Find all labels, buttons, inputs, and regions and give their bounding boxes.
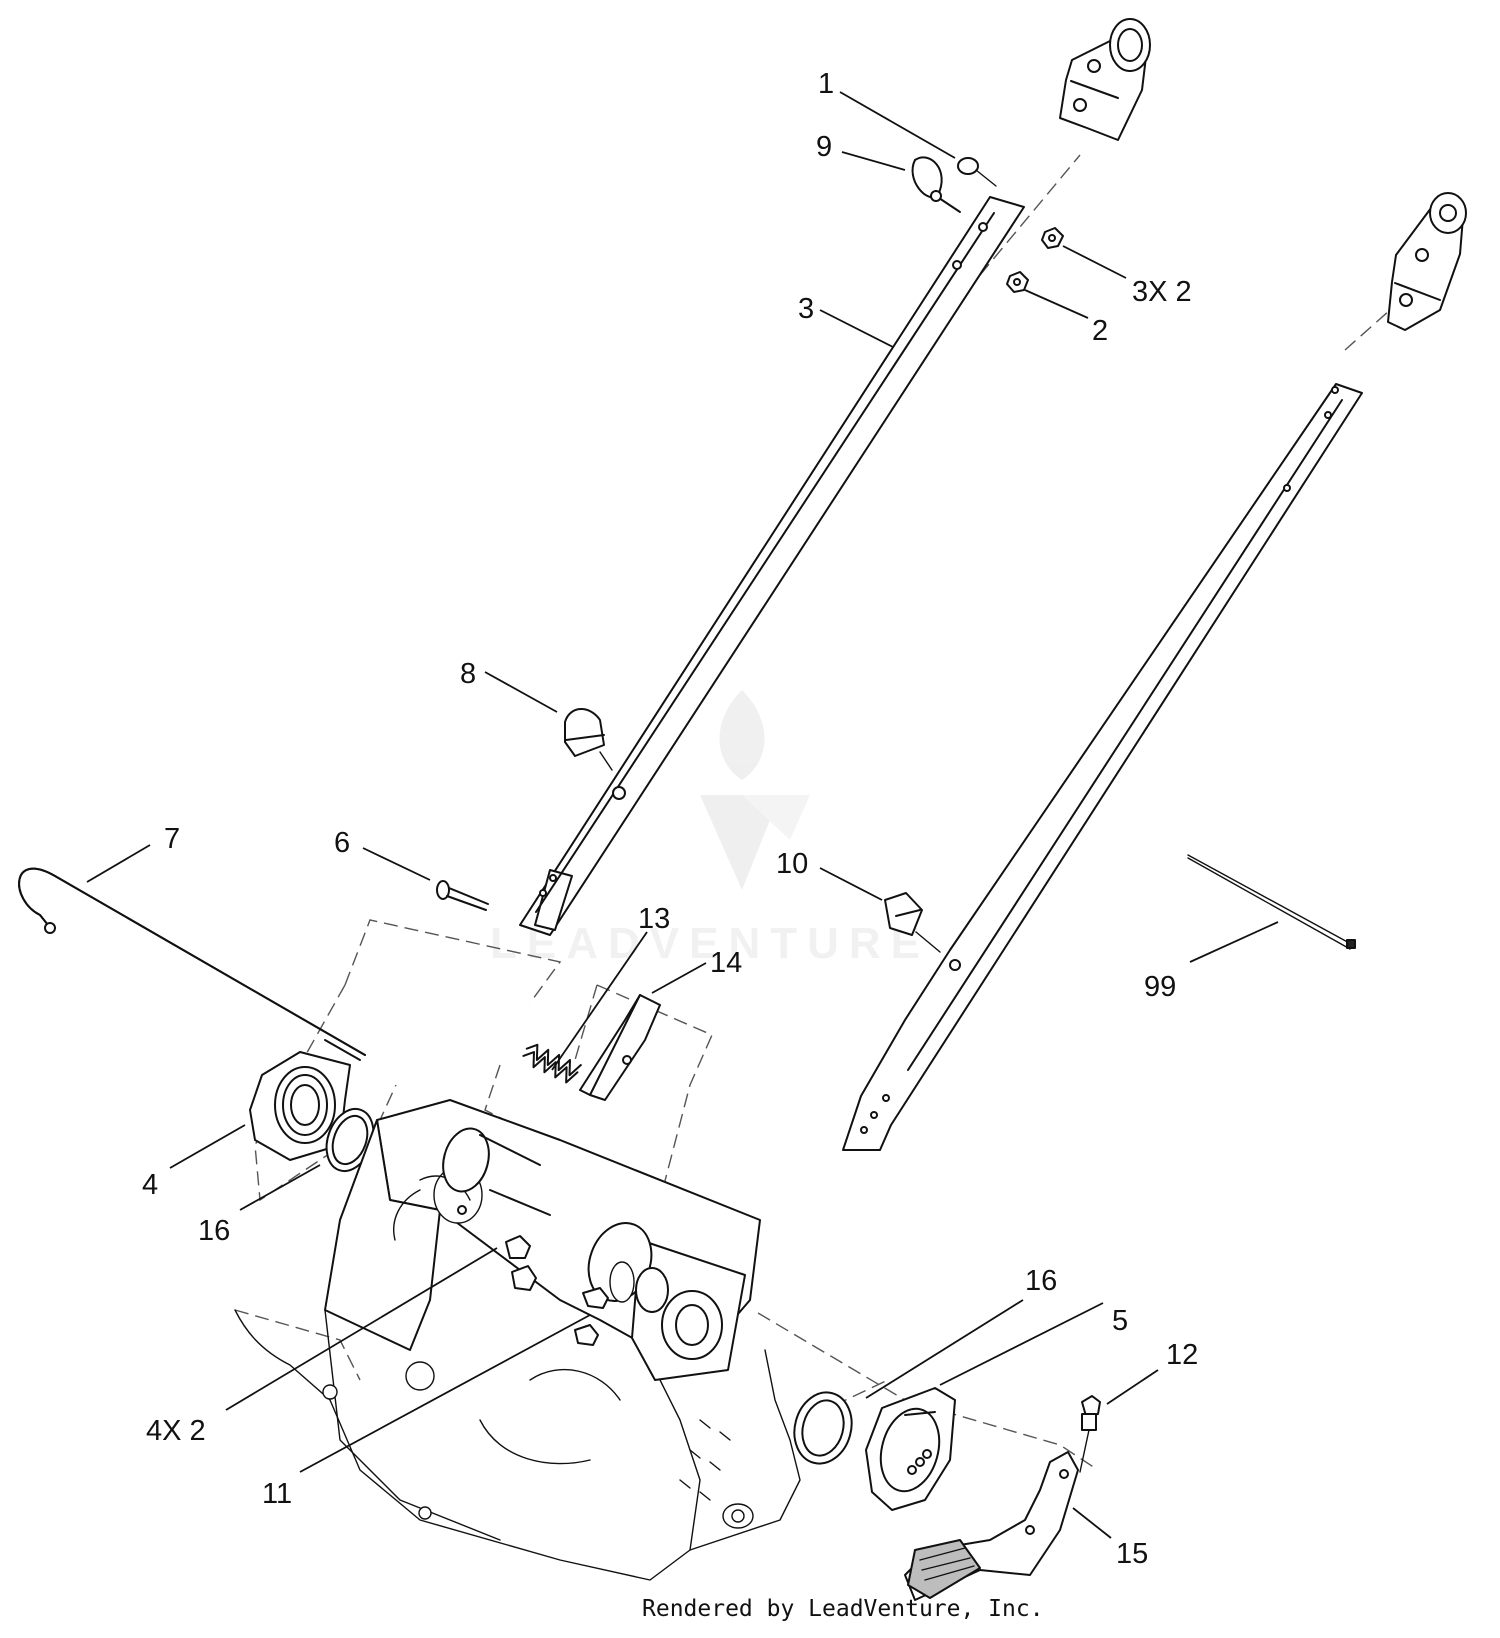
callout-16-upper: 16 (198, 1215, 230, 1247)
callout-3: 3 (798, 293, 814, 325)
foot-pedal (904, 1451, 1079, 1601)
bent-rod (18, 867, 366, 1061)
callout-14: 14 (710, 947, 742, 979)
watermark-logo: LEADVENTURE (490, 690, 930, 968)
extension-spring (522, 1043, 582, 1084)
callout-1: 1 (818, 68, 834, 100)
rod-end-knob (1059, 18, 1151, 141)
bearing-flange (249, 1051, 351, 1161)
hairpin-clip (911, 156, 961, 213)
callout-4: 4 (142, 1169, 158, 1201)
bushing-knob (564, 708, 613, 771)
clevis-pin (957, 157, 997, 187)
rod-end-right (1387, 192, 1467, 331)
callout-12: 12 (1166, 1339, 1198, 1371)
leader-lines (86, 91, 1279, 1539)
callout-5: 5 (1112, 1305, 1128, 1337)
shoulder-bolt (436, 880, 489, 911)
callout-8: 8 (460, 658, 476, 690)
cable-tie (1187, 854, 1356, 950)
callout-16-lower: 16 (1025, 1265, 1057, 1297)
lower-housing (234, 1309, 801, 1581)
callout-99: 99 (1144, 971, 1176, 1003)
callout-10: 10 (776, 848, 808, 880)
cable-clip (884, 892, 941, 953)
callout-6: 6 (334, 827, 350, 859)
dashed-assembly-lines (234, 154, 1391, 1471)
callout-13: 13 (638, 903, 670, 935)
hex-nut-lower (1006, 271, 1029, 293)
callout-15: 15 (1116, 1538, 1148, 1570)
callout-2: 2 (1092, 315, 1108, 347)
callout-7: 7 (164, 823, 180, 855)
callout-labels: 1 9 3X 2 3 2 8 7 6 10 13 14 99 4 16 16 5… (142, 68, 1198, 1570)
handle-lever-left (519, 196, 1025, 936)
handle-lever-right (842, 383, 1363, 1151)
shaft-disc (442, 1127, 635, 1303)
hex-nut-upper (1041, 227, 1064, 249)
callout-3x2: 3X 2 (1132, 276, 1192, 308)
callout-11: 11 (262, 1478, 292, 1510)
washer-lower (793, 1391, 853, 1465)
callout-4x2: 4X 2 (146, 1415, 206, 1447)
callout-9: 9 (816, 131, 832, 163)
housing-body (324, 1099, 761, 1381)
render-credit: Rendered by LeadVenture, Inc. (642, 1596, 1044, 1622)
spring-bracket (579, 994, 661, 1101)
grease-fitting (1079, 1395, 1101, 1473)
bearing-housing (865, 1387, 956, 1511)
watermark-text: LEADVENTURE (490, 919, 930, 968)
